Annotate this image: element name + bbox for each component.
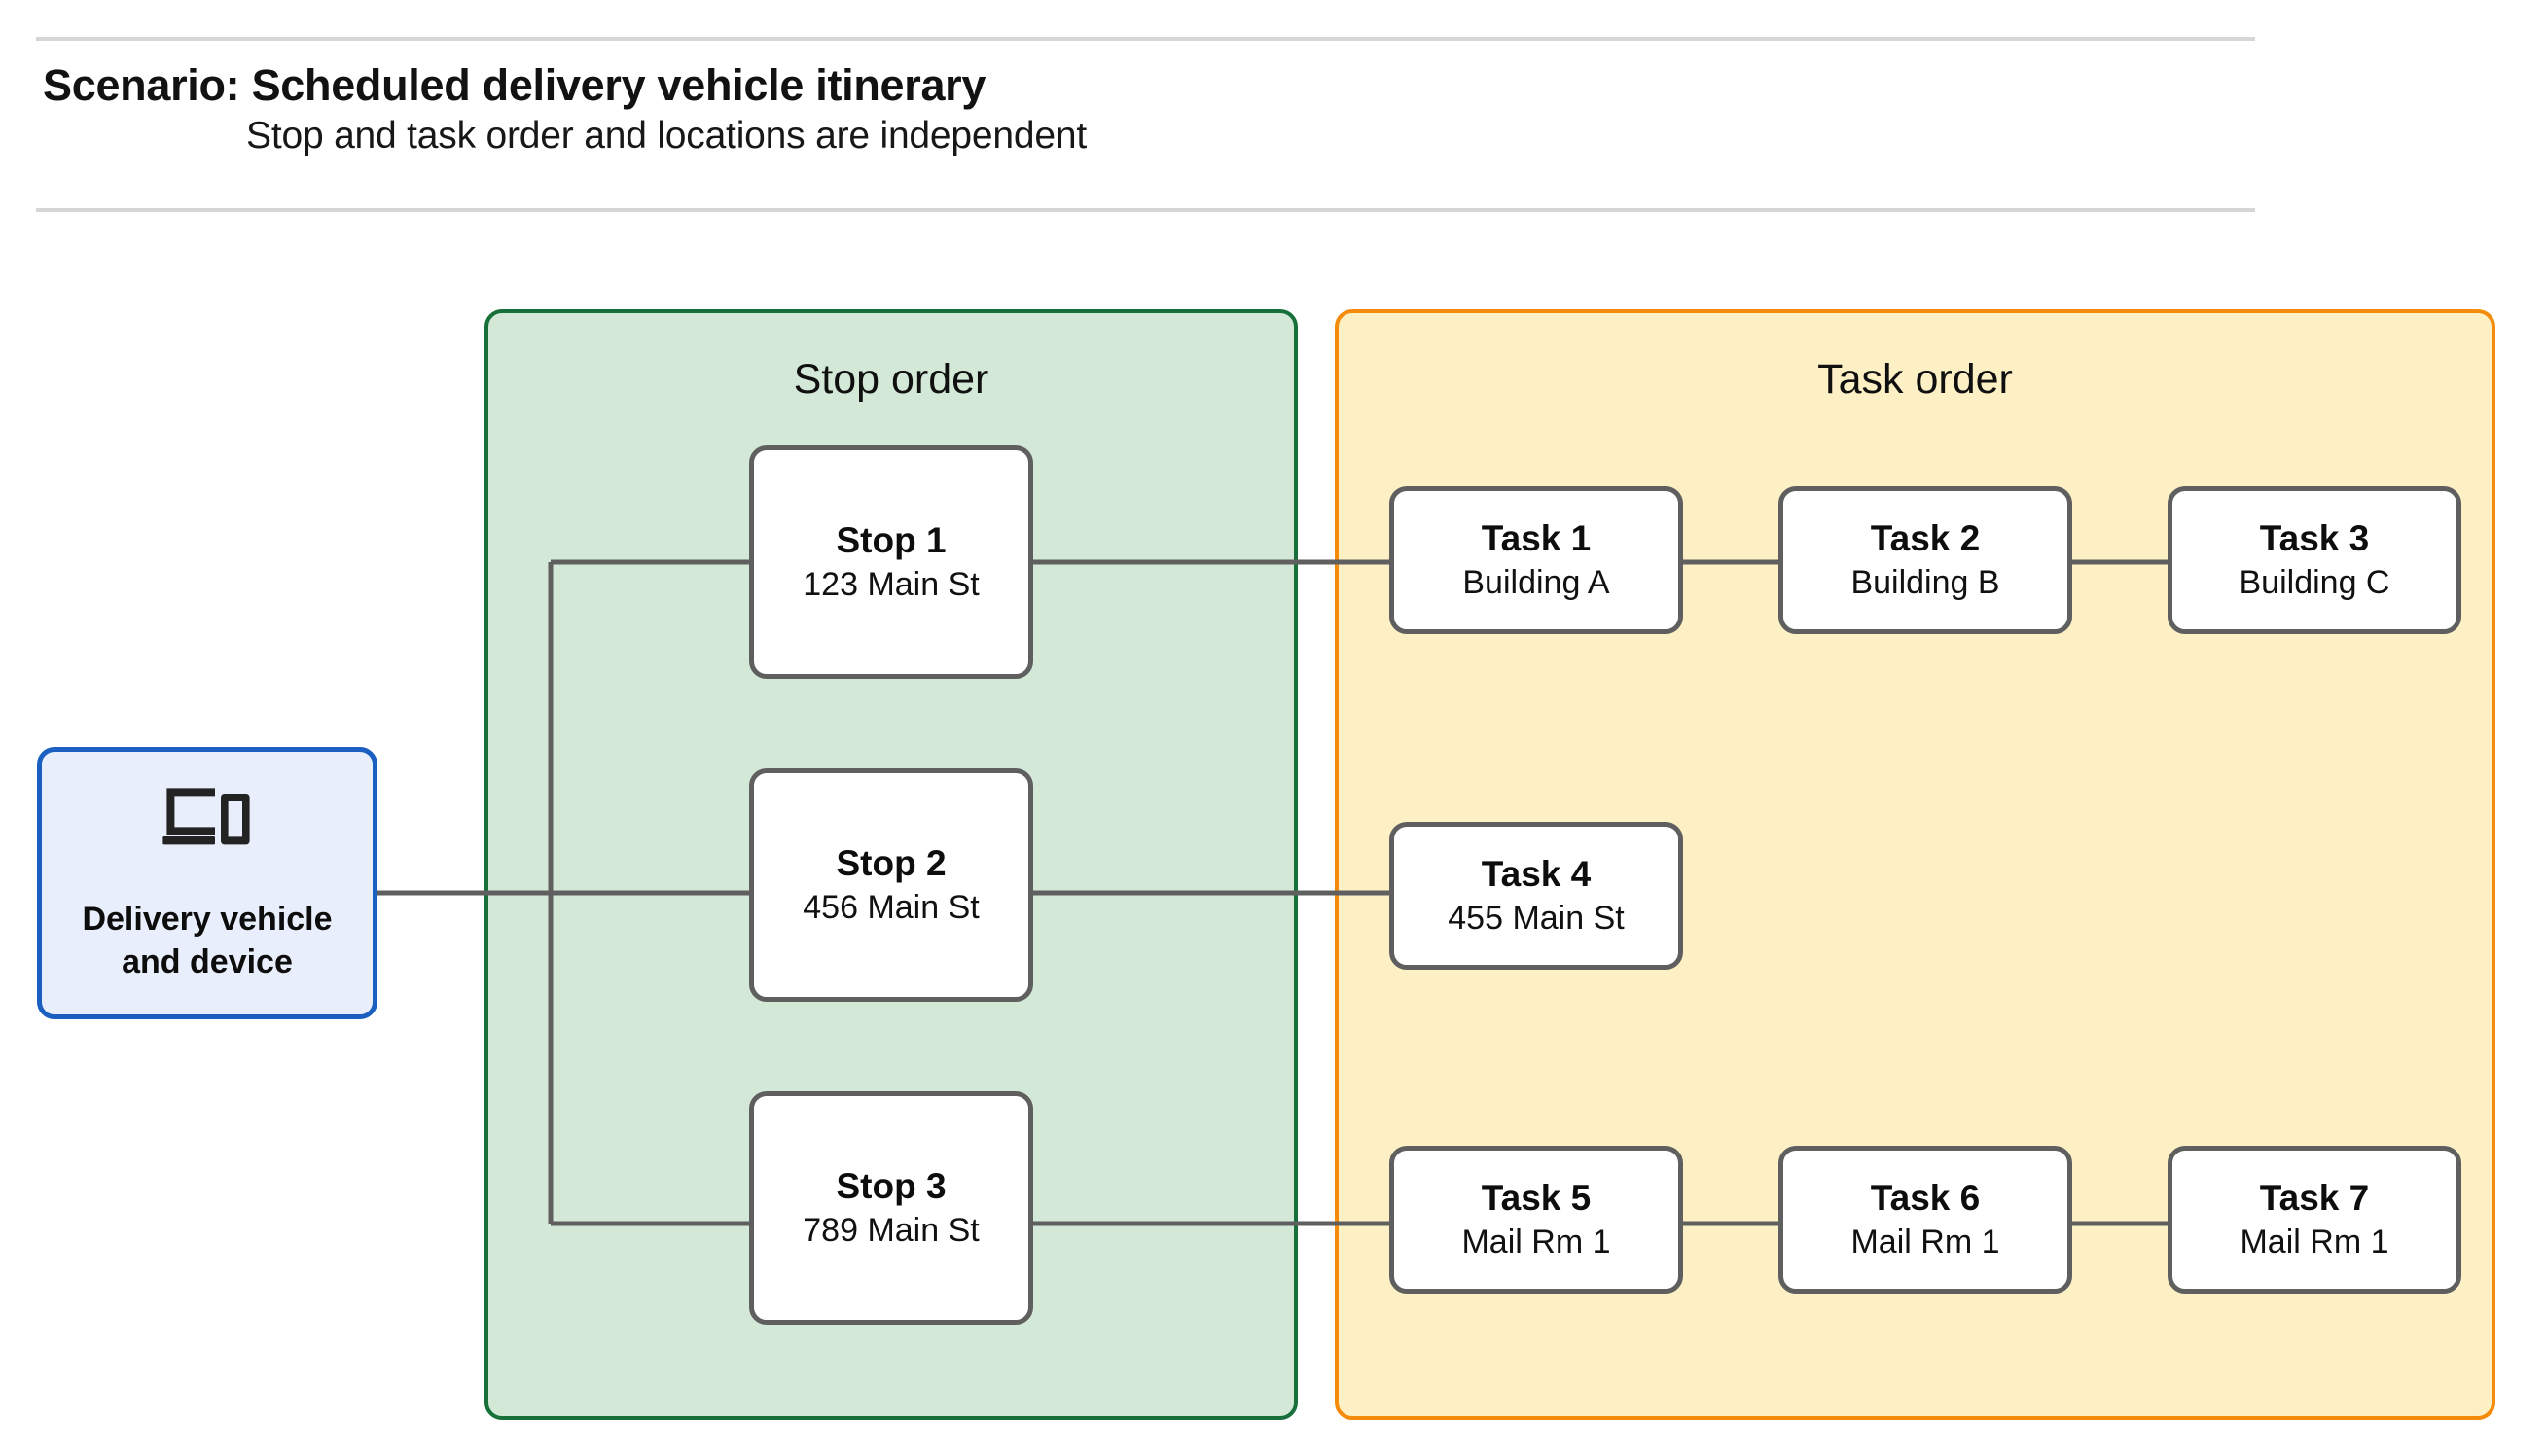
stop-card-2[interactable]: Stop 2 456 Main St	[749, 768, 1033, 1002]
delivery-vehicle-and-device-label: Delivery vehicle and device	[82, 901, 333, 980]
task-card-location: Mail Rm 1	[1461, 1223, 1611, 1261]
task-card-location: Building C	[2239, 563, 2390, 601]
task-card-location: 455 Main St	[1448, 899, 1625, 937]
task-card-title: Task 1	[1481, 517, 1592, 558]
task-card-location: Mail Rm 1	[2240, 1223, 2389, 1261]
page-subtitle: Stop and task order and locations are in…	[246, 115, 1087, 157]
task-card-7[interactable]: Task 7 Mail Rm 1	[2168, 1146, 2461, 1294]
devices-laptop-phone-icon	[162, 788, 250, 845]
header-divider-bottom	[36, 208, 2255, 212]
stop-card-location: 789 Main St	[803, 1211, 980, 1249]
task-card-1[interactable]: Task 1 Building A	[1389, 486, 1683, 634]
header-divider-top	[36, 37, 2255, 41]
stop-card-location: 456 Main St	[803, 888, 980, 926]
page-title: Scenario: Scheduled delivery vehicle iti…	[43, 60, 986, 110]
task-card-title: Task 5	[1481, 1177, 1592, 1218]
task-card-location: Mail Rm 1	[1850, 1223, 2000, 1261]
stop-card-location: 123 Main St	[803, 565, 980, 603]
task-card-title: Task 4	[1481, 853, 1592, 894]
task-card-title: Task 7	[2259, 1177, 2370, 1218]
stop-card-title: Stop 3	[836, 1165, 947, 1206]
task-card-6[interactable]: Task 6 Mail Rm 1	[1778, 1146, 2072, 1294]
task-card-5[interactable]: Task 5 Mail Rm 1	[1389, 1146, 1683, 1294]
task-card-title: Task 2	[1870, 517, 1981, 558]
stop-card-title: Stop 1	[836, 519, 947, 560]
delivery-vehicle-and-device-node[interactable]: Delivery vehicle and device	[37, 747, 377, 1019]
stop-card-title: Stop 2	[836, 842, 947, 883]
task-card-3[interactable]: Task 3 Building C	[2168, 486, 2461, 634]
task-card-location: Building B	[1850, 563, 2000, 601]
task-card-title: Task 3	[2259, 517, 2370, 558]
task-card-location: Building A	[1462, 563, 1610, 601]
task-card-4[interactable]: Task 4 455 Main St	[1389, 822, 1683, 970]
task-card-title: Task 6	[1870, 1177, 1981, 1218]
stop-card-3[interactable]: Stop 3 789 Main St	[749, 1091, 1033, 1325]
task-card-2[interactable]: Task 2 Building B	[1778, 486, 2072, 634]
stop-card-1[interactable]: Stop 1 123 Main St	[749, 445, 1033, 679]
stop-order-panel-title: Stop order	[793, 356, 989, 403]
task-order-panel-title: Task order	[1817, 356, 2013, 403]
